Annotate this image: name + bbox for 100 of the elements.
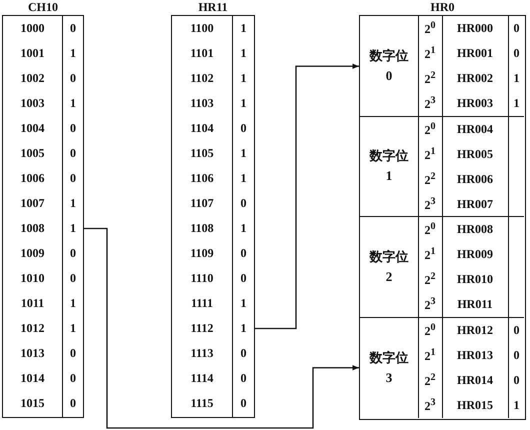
register-address: HR009	[457, 247, 493, 262]
bit-value: 0	[70, 71, 76, 86]
bit-value: 1	[514, 398, 520, 413]
bit-value: 0	[514, 21, 520, 36]
power-of-two: 2$^{0}$	[424, 20, 436, 38]
address-text: 1104	[190, 121, 214, 136]
address-text: 1008	[20, 221, 44, 236]
register-address: HR006	[457, 172, 493, 187]
bit-value: 1	[240, 296, 246, 311]
bit-value: 1	[240, 21, 246, 36]
bit-value: 0	[70, 271, 76, 286]
bit-value: 0	[240, 246, 246, 261]
address-text: 1103	[190, 96, 214, 111]
bit-value: 0	[70, 21, 76, 36]
register-address: HR005	[457, 146, 493, 162]
bit-value: 1	[70, 196, 76, 211]
bit-value: 1	[240, 71, 246, 86]
address-text: 1003	[20, 96, 44, 111]
power-of-two: 2$^{1}$	[424, 146, 436, 163]
address-text: 1109	[190, 246, 214, 261]
power-of-two: 2$^{2}$	[424, 271, 436, 288]
bit-value: 1	[514, 71, 520, 86]
table-title: HR11	[198, 0, 228, 15]
register-address: HR011	[457, 297, 493, 312]
bit-value: 0	[240, 121, 246, 136]
bit-value: 0	[514, 322, 520, 338]
bit-value: 1	[70, 321, 76, 336]
register-address: HR001	[457, 46, 493, 62]
bit-value: 0	[70, 396, 76, 411]
power-of-two: 2$^{3}$	[424, 396, 436, 414]
register-address: HR015	[457, 398, 493, 413]
power-of-two: 2$^{0}$	[424, 322, 436, 339]
digit-label: 数字位 2	[368, 248, 410, 286]
address-text: 1006	[20, 171, 44, 186]
address-text: 1014	[20, 371, 44, 386]
bit-value: 1	[70, 96, 76, 111]
bit-value: 0	[240, 371, 246, 386]
bit-value: 0	[240, 271, 246, 286]
address-text: 1013	[20, 346, 44, 361]
power-of-two: 2$^{2}$	[424, 372, 436, 389]
address-text: 1012	[20, 321, 44, 336]
address-text: 1108	[190, 221, 214, 236]
address-text: 1106	[190, 171, 214, 186]
address-text: 1111	[190, 296, 213, 311]
register-address: HR003	[457, 96, 493, 112]
address-text: 1007	[20, 196, 44, 211]
address-text: 1114	[190, 371, 214, 386]
register-address: HR010	[457, 272, 493, 288]
bit-value: 0	[240, 196, 246, 211]
power-of-two: 2$^{1}$	[424, 346, 436, 364]
address-text: 1009	[20, 246, 44, 261]
power-of-two: 2$^{3}$	[424, 196, 436, 213]
address-text: 1011	[20, 296, 44, 311]
power-of-two: 2$^{0}$	[424, 120, 436, 138]
address-text: 1112	[190, 321, 214, 336]
bit-value: 0	[240, 346, 246, 361]
address-text: 1105	[190, 146, 214, 161]
power-of-two: 2$^{2}$	[424, 170, 436, 188]
bit-value: 0	[70, 371, 76, 386]
address-text: 1100	[190, 21, 214, 36]
power-of-two: 2$^{3}$	[424, 95, 436, 112]
register-address: HR002	[457, 71, 493, 86]
digit-group	[360, 217, 524, 318]
bit-value: 1	[70, 221, 76, 236]
address-text: 1102	[190, 71, 214, 86]
bit-value: 0	[70, 121, 76, 136]
bit-value: 1	[240, 96, 246, 111]
bit-value: 0	[70, 171, 76, 186]
power-of-two: 2$^{3}$	[424, 296, 436, 314]
bit-value: 1	[240, 146, 246, 161]
digit-group	[360, 116, 524, 217]
power-of-two: 2$^{0}$	[424, 221, 436, 238]
address-text: 1004	[20, 121, 44, 136]
connector-arrow	[254, 64, 359, 330]
bit-value: 1	[240, 46, 246, 61]
digit-label: 数字位 3	[368, 348, 410, 387]
address-text: 1113	[190, 346, 214, 361]
address-text: 1010	[20, 271, 44, 286]
address-text: 1101	[190, 46, 214, 61]
register-address: HR007	[457, 196, 493, 212]
address-text: 1115	[190, 396, 214, 411]
address-text: 1015	[20, 396, 44, 411]
bit-value: 0	[70, 346, 76, 361]
register-address: HR013	[457, 348, 493, 363]
bit-value: 1	[70, 296, 76, 311]
bit-value: 0	[70, 146, 76, 161]
bit-value: 1	[514, 96, 520, 112]
connector-arrow	[83, 228, 359, 429]
power-of-two: 2$^{1}$	[424, 246, 436, 264]
bit-value: 0	[240, 396, 246, 411]
address-text: 1002	[20, 71, 44, 86]
register-address: HR012	[457, 322, 493, 338]
register-address: HR000	[457, 21, 493, 36]
address-text: 1107	[190, 196, 214, 211]
bit-value: 1	[70, 46, 76, 61]
bit-value: 1	[240, 171, 246, 186]
bit-value: 0	[70, 246, 76, 261]
address-text: 1110	[190, 271, 214, 286]
digit-group	[360, 16, 524, 116]
register-address: HR004	[457, 122, 493, 137]
